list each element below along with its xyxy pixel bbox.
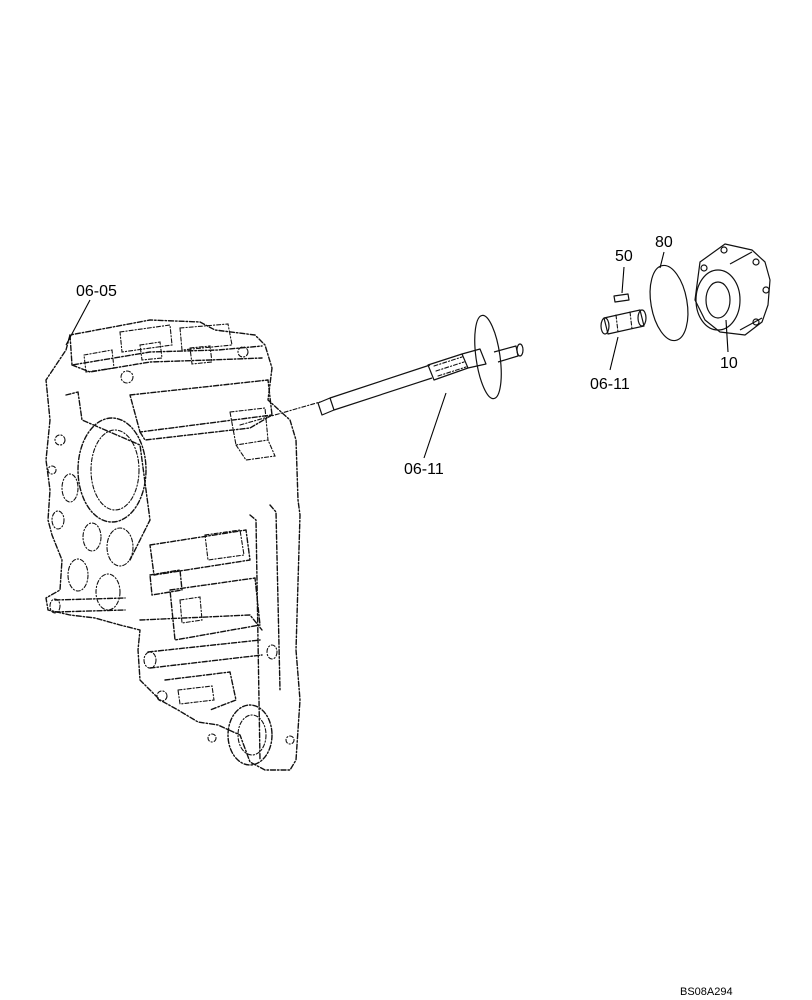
shaft-assembly [239, 314, 524, 426]
small-shaft [600, 309, 647, 335]
leader-lines [65, 251, 729, 459]
o-ring [649, 264, 689, 342]
cover [694, 243, 771, 336]
pin [613, 293, 630, 303]
callout-small-shaft: 06-11 [590, 376, 630, 393]
callout-housing: 06-05 [76, 283, 117, 300]
callout-o-ring: 80 [655, 234, 673, 251]
callout-cover: 10 [720, 355, 738, 372]
callout-pin: 50 [615, 248, 633, 265]
callout-shaft: 06-11 [404, 461, 444, 478]
drawing-reference: BS08A294 [680, 986, 733, 998]
transmission-housing [45, 319, 301, 771]
